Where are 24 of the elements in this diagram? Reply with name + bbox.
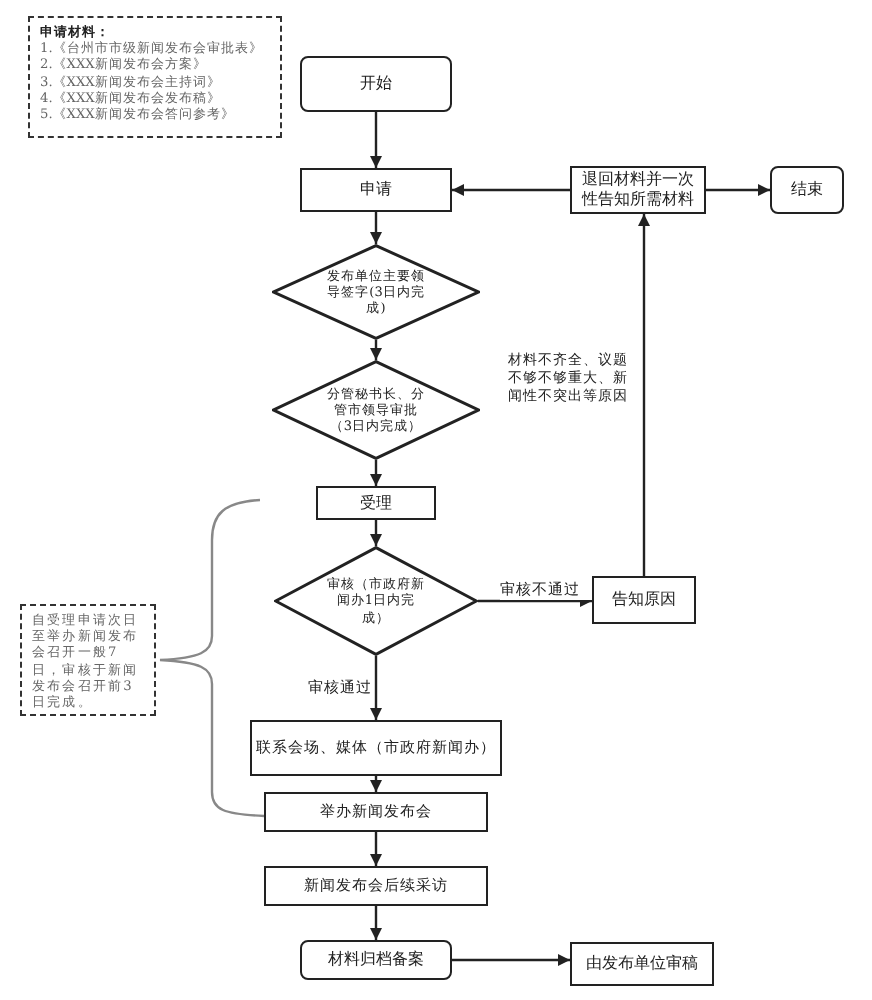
arrow [370,520,382,546]
end-box: 结束 [770,166,844,214]
dashed-note-box [28,16,282,138]
arrow [370,212,382,244]
arrow [370,112,382,168]
arrow [370,340,382,360]
process-box: 受理 [316,486,436,520]
arrow [706,184,770,196]
process-box: 材料归档备案 [300,940,452,980]
arrow [370,776,382,792]
arrow [478,595,592,607]
arrow [370,906,382,940]
process-box: 由发布单位审稿 [570,942,714,986]
arrow [370,832,382,866]
arrow [638,214,650,576]
process-box: 申请 [300,168,452,212]
arrow [452,954,570,966]
arrow [370,460,382,486]
process-box: 告知原因 [592,576,696,624]
arrow [370,656,382,720]
process-box: 退回材料并一次性告知所需材料 [570,166,706,214]
arrow [452,184,570,196]
start-box: 开始 [300,56,452,112]
dashed-note-box [20,604,156,716]
